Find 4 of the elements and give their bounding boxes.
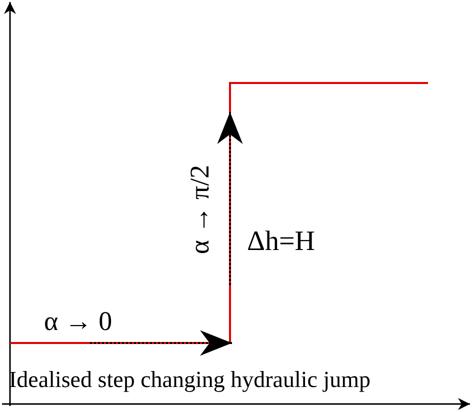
angle-label: α → π/2 [186,164,214,256]
angle-label: α → 0 [44,308,112,335]
height-label: Δh=H [247,228,316,256]
caption-text: Idealised step changing hydraulic jump [9,368,371,391]
